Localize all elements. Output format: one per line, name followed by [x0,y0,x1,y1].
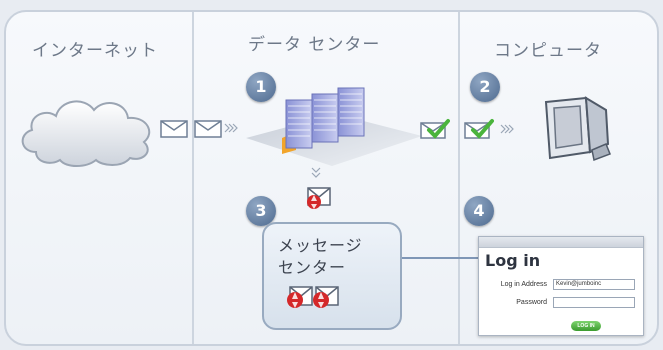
spam-envelope-icon [313,286,339,308]
checked-envelope-icon [420,119,450,139]
column-divider-2 [458,12,460,344]
envelope-icon [194,120,222,138]
checked-envelope-icon [464,119,494,139]
step-badge-1: 1 [246,72,276,102]
message-center-title-line2: センター [278,258,347,277]
step-badge-3: 3 [246,196,276,226]
message-center-box: メッセージ センター [262,222,402,330]
column-title-datacenter: データ センター [248,35,381,55]
step-badge-4: 4 [464,196,494,226]
spam-envelope-icon [307,187,331,209]
login-address-input[interactable]: Kevin@jumboinc [553,279,635,290]
server-stack-icon [246,87,422,166]
arrow-down-icon [311,167,321,178]
column-title-computer: コンピュータ [494,41,602,61]
login-address-label: Log in Address [500,281,547,288]
login-password-label: Password [516,299,547,306]
login-window: Log in Log in Address Kevin@jumboinc Pas… [478,236,644,336]
login-password-input[interactable] [553,297,635,308]
login-button[interactable]: LOG IN [571,321,601,331]
login-window-titlebar [479,237,643,248]
step-badge-2: 2 [470,72,500,102]
spam-envelope-icon [287,286,313,308]
envelope-icon [160,120,188,138]
cloud-icon [21,100,151,167]
arrow-right-icon [224,123,238,133]
computer-monitor-icon [544,96,611,162]
column-divider-1 [192,12,194,344]
column-title-internet: インターネット [32,41,158,61]
login-title: Log in [485,251,541,270]
message-center-title-line1: メッセージ [278,236,363,255]
message-center-connector [402,257,486,259]
arrow-right-icon [500,124,514,134]
